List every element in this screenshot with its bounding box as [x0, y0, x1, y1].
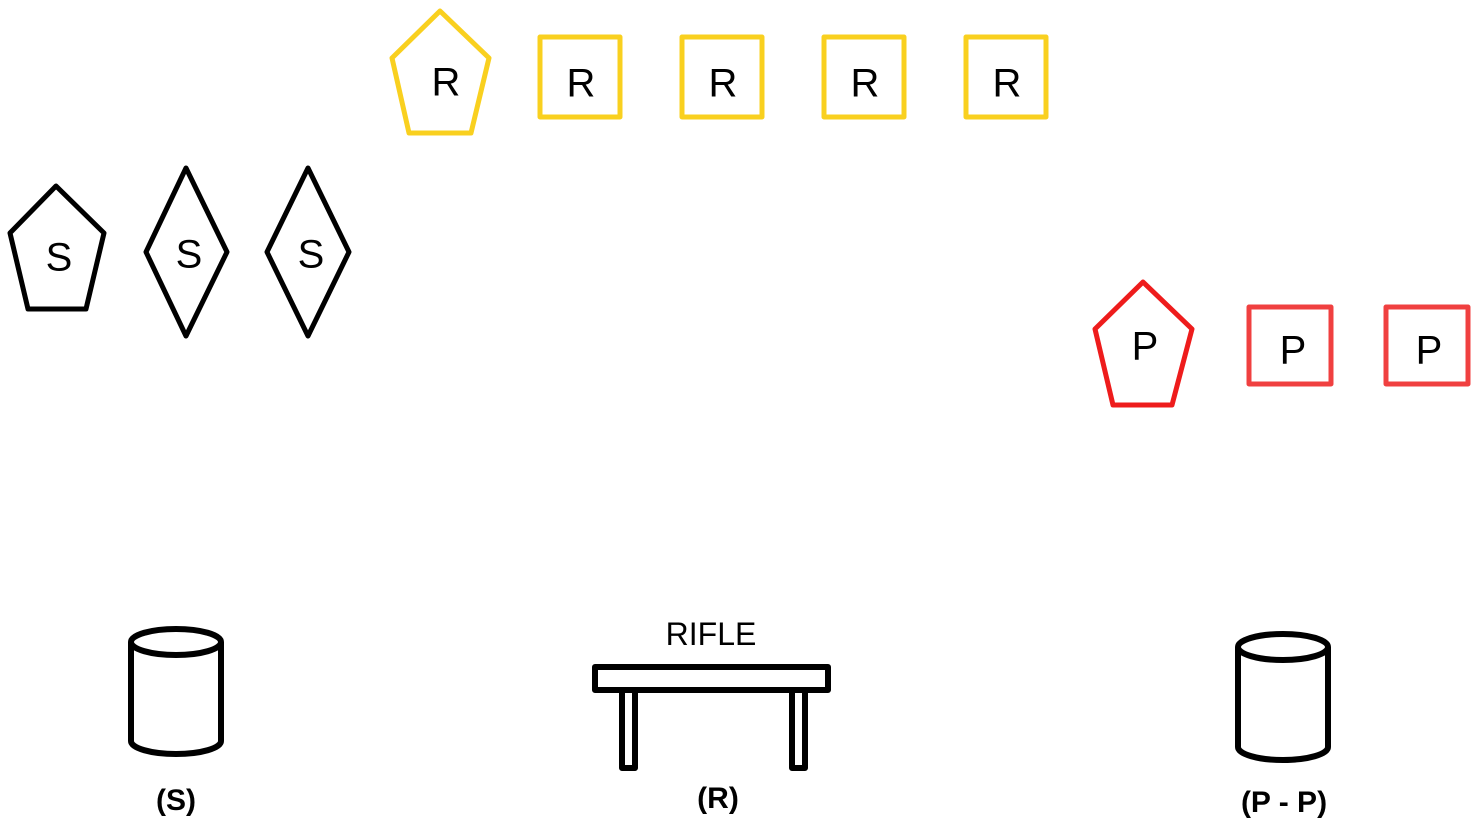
shotgun-target-diamond: S — [264, 165, 352, 339]
target-letter: R — [993, 62, 1022, 106]
square-icon — [821, 34, 907, 120]
station-label: (R) — [697, 782, 739, 815]
target-letter: R — [432, 61, 461, 105]
shotgun-targets: S S S — [7, 165, 352, 339]
shotgun-station: (S) — [128, 626, 224, 817]
square-icon — [1246, 304, 1334, 387]
square-icon — [1383, 304, 1471, 387]
rifle-target-square: R — [537, 34, 623, 120]
target-letter: R — [851, 62, 880, 106]
target-letter: P — [1280, 329, 1307, 373]
station-label: (P - P) — [1241, 786, 1327, 819]
target-letter: S — [46, 236, 73, 280]
target-letter: R — [709, 62, 738, 106]
square-icon — [963, 34, 1049, 120]
pistol-target-square: P — [1246, 304, 1334, 387]
diamond-icon — [264, 165, 352, 339]
square-icon — [679, 34, 765, 120]
target-letter: S — [298, 233, 325, 277]
rifle-target-square: R — [821, 34, 907, 120]
rifle-station: RIFLE (R) — [592, 616, 831, 815]
target-letter: R — [567, 62, 596, 106]
pistol-target-square: P — [1383, 304, 1471, 387]
rifle-target-pentagon: R — [389, 8, 492, 136]
table-icon — [592, 664, 831, 771]
target-letter: P — [1416, 329, 1443, 373]
barrel-icon — [128, 626, 224, 757]
rifle-targets: R R R R R — [389, 8, 1049, 136]
rifle-target-square: R — [963, 34, 1049, 120]
pentagon-icon — [389, 8, 492, 136]
shotgun-target-pentagon: S — [7, 183, 107, 312]
station-label: (S) — [156, 784, 196, 817]
square-icon — [537, 34, 623, 120]
rifle-target-square: R — [679, 34, 765, 120]
diamond-icon — [143, 165, 230, 339]
pistol-target-pentagon: P — [1092, 279, 1195, 408]
barrel-icon — [1235, 631, 1331, 763]
table-caption: RIFLE — [666, 616, 757, 652]
pistol-station: (P - P) — [1235, 631, 1331, 819]
target-letter: P — [1132, 325, 1159, 369]
pentagon-icon — [7, 183, 107, 312]
target-letter: S — [176, 233, 203, 277]
pentagon-icon — [1092, 279, 1195, 408]
pistol-targets: P P P — [1092, 279, 1471, 408]
shotgun-target-diamond: S — [143, 165, 230, 339]
